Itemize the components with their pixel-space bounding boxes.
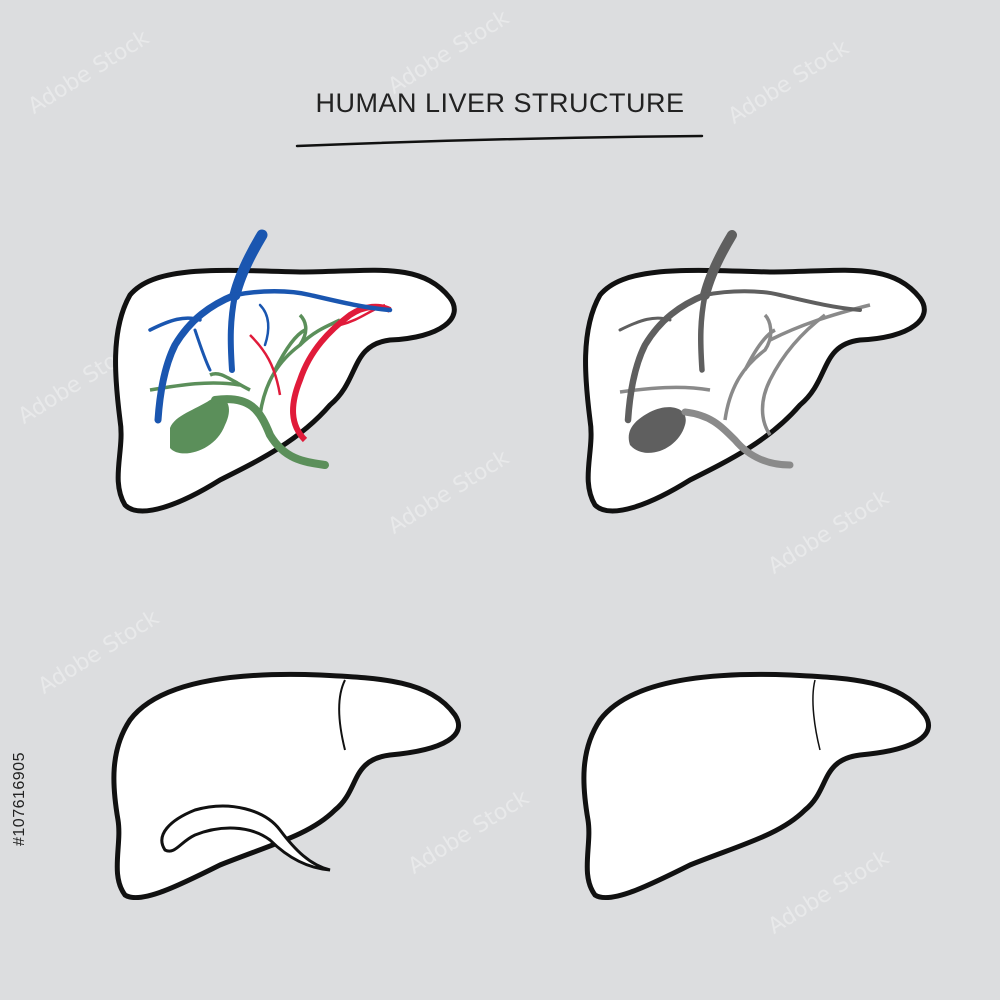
stock-id: #107616905 [11,752,28,846]
gallbladder-outline [160,804,331,872]
colored-vessels-liver [113,229,457,514]
watermark: Adobe Stock [383,5,514,100]
vein-branches [148,229,393,424]
title-underline [295,134,704,148]
liver-outline [111,671,462,901]
page-title: HUMAN LIVER STRUCTURE [315,88,685,118]
gray-dark-branches [618,230,862,424]
lobe-line [338,679,346,751]
lobe-line [812,679,821,751]
liver-outline [581,671,932,901]
bile-duct [211,395,329,469]
plain-outline-liver [581,671,932,901]
liver-outline [583,267,927,514]
grayscale-vessels-liver [583,230,927,514]
gallbladder-outline-liver [111,671,462,901]
bile-duct [681,408,794,469]
liver-outline [113,267,457,514]
gallbladder [170,397,230,454]
gallbladder [628,407,686,453]
